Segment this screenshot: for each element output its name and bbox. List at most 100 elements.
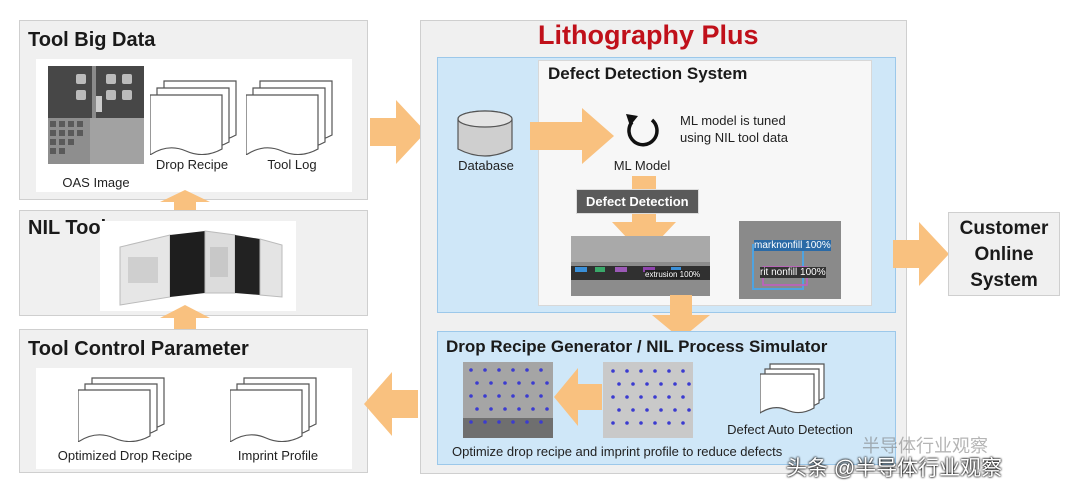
drop-dot (631, 408, 635, 412)
drop-dot (531, 407, 535, 411)
defect-detection-image-2 (739, 221, 841, 299)
drop-dot (469, 420, 473, 424)
drop-dot (497, 368, 501, 372)
drop-dot (511, 368, 515, 372)
defect-detection-image-1 (571, 236, 710, 296)
defect-detection-badge: Defect Detection (576, 189, 699, 214)
drop-dot (653, 421, 657, 425)
customer-line3: System (970, 270, 1038, 291)
drop-dot (639, 421, 643, 425)
arrow-up-icon (160, 190, 210, 212)
ml-note-line2: using NIL tool data (680, 130, 788, 145)
oas-image-label: OAS Image (62, 175, 130, 190)
drop-dot (489, 381, 493, 385)
drop-recipe-document-icon (150, 80, 237, 155)
watermark-top: 半导体行业观察 (862, 436, 988, 456)
oas-image-sem-bottom (48, 118, 144, 164)
optimized-drop-recipe-label: Optimized Drop Recipe (57, 448, 193, 463)
defect-auto-detection-document-icon (760, 363, 825, 414)
sem-grid-pattern (48, 118, 144, 164)
drop-dot (639, 369, 643, 373)
drop-dot (483, 394, 487, 398)
tool-control-parameter-panel: Tool Control Parameter Optimized Drop Re… (19, 329, 368, 473)
drop-dot (539, 368, 543, 372)
marknonfill-overlay-label: marknonfill 100% (754, 240, 831, 251)
drop-dot (517, 407, 521, 411)
defect-detection-system-title: Defect Detection System (548, 64, 748, 83)
drop-dot (525, 368, 529, 372)
arrow-right-icon (530, 108, 614, 164)
drop-dot (625, 421, 629, 425)
drop-dot (503, 381, 507, 385)
drop-dot (611, 395, 615, 399)
drop-dots-pattern-1 (463, 362, 553, 438)
sem-pattern-top (48, 66, 144, 118)
drop-dot (653, 369, 657, 373)
extrusion-overlay-label: extrusion 100% (645, 270, 701, 279)
arrow-up-icon (160, 305, 210, 331)
arrow-left-icon (364, 372, 418, 436)
ml-note-line1: ML model is tuned (680, 113, 786, 128)
drop-dot (469, 394, 473, 398)
drop-dot (667, 395, 671, 399)
drop-dot (631, 382, 635, 386)
drop-dot (687, 382, 691, 386)
ml-model-label: ML Model (613, 158, 671, 173)
drop-map-image-1 (463, 362, 553, 438)
tool-big-data-title: Tool Big Data (28, 29, 156, 51)
drop-dot (611, 421, 615, 425)
drop-dot (475, 407, 479, 411)
drop-dot (617, 382, 621, 386)
drop-dot (469, 368, 473, 372)
drop-dot (545, 381, 549, 385)
drop-dot (497, 394, 501, 398)
drop-dot (503, 407, 507, 411)
drop-dot (497, 420, 501, 424)
drop-dot (539, 420, 543, 424)
drop-dot (611, 369, 615, 373)
imprint-profile-label: Imprint Profile (237, 448, 319, 463)
arrow-right-icon (893, 222, 949, 286)
lithography-plus-title: Lithography Plus (538, 20, 759, 50)
drop-dot (645, 382, 649, 386)
watermark-bottom: 头条 @半导体行业观察 (786, 457, 1003, 480)
customer-line2: Online (974, 244, 1034, 265)
drop-dot (653, 395, 657, 399)
drop-dot (667, 421, 671, 425)
drop-recipe-generator-title: Drop Recipe Generator / NIL Process Simu… (446, 337, 828, 356)
drop-dot (525, 394, 529, 398)
defect-auto-detection-label: Defect Auto Detection (727, 422, 853, 437)
drop-dot (625, 395, 629, 399)
tool-log-document-icon (246, 80, 333, 155)
customer-online-system-box: Customer Online System (948, 212, 1060, 296)
drop-dot (489, 407, 493, 411)
arrow-down-icon (652, 295, 710, 339)
database-icon (457, 110, 513, 157)
drop-dots-pattern-2 (603, 362, 693, 438)
drop-dot (673, 382, 677, 386)
optimized-drop-recipe-document-icon (78, 377, 165, 442)
optimize-note-label: Optimize drop recipe and imprint profile… (452, 444, 783, 459)
drop-dot (681, 421, 685, 425)
rit-nonfill-overlay-label: rit nonfill 100% (760, 267, 826, 278)
nil-tool-machine-image (119, 230, 283, 306)
detection-overlay-1 (571, 236, 710, 296)
drop-dot (645, 408, 649, 412)
drop-dot (511, 394, 515, 398)
database-label: Database (458, 158, 514, 173)
drop-dot (673, 408, 677, 412)
drop-dot (475, 381, 479, 385)
drop-dot (667, 369, 671, 373)
drop-recipe-label: Drop Recipe (155, 157, 229, 172)
drop-dot (545, 407, 549, 411)
tool-big-data-panel: Tool Big Data OAS Image (19, 20, 368, 200)
nil-tool-panel: NIL Tool (19, 210, 368, 316)
arrow-left-icon (554, 368, 602, 426)
drop-dot (681, 369, 685, 373)
drop-map-image-2 (603, 362, 693, 438)
drop-dot (659, 382, 663, 386)
imprint-profile-document-icon (230, 377, 317, 442)
nil-tool-title: NIL Tool (28, 217, 107, 239)
drop-dot (531, 381, 535, 385)
drop-dot (617, 408, 621, 412)
